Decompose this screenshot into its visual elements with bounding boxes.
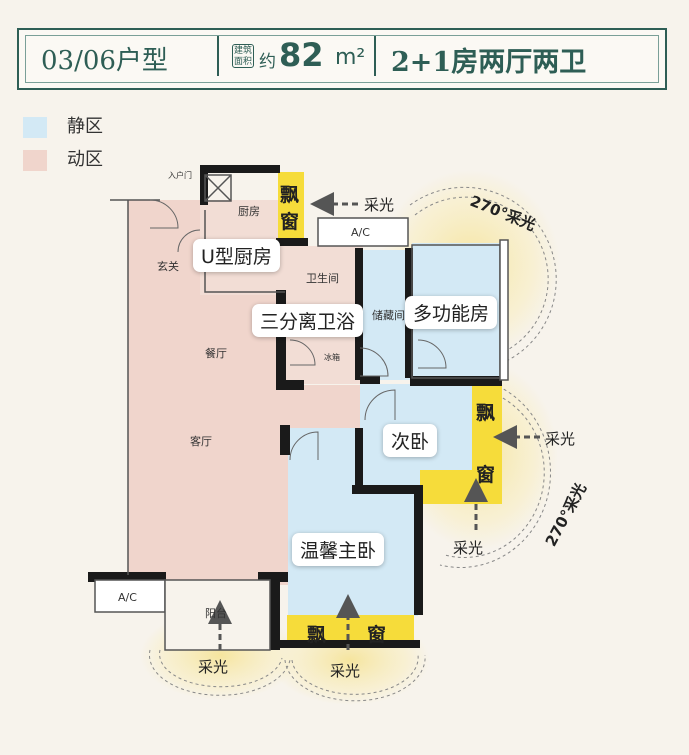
legend-quiet-swatch	[23, 116, 47, 138]
ac-unit-bottom	[94, 579, 166, 613]
wall	[200, 165, 208, 205]
light-arrows	[208, 192, 540, 650]
window-multi	[499, 239, 509, 381]
light-label-second-side: 采光	[545, 430, 576, 448]
tag-second-bedroom: 次卧	[383, 424, 438, 457]
bay-label-master-a: 飘	[307, 624, 327, 646]
bay-label-master-b: 窗	[367, 624, 387, 646]
area-badge-bottom: 面积	[233, 57, 252, 67]
area-badge: 建筑 面积	[232, 44, 254, 68]
tag-three-part-bath: 三分离卫浴	[252, 304, 364, 337]
bay-label-second-b: 窗	[476, 464, 496, 486]
door-multi	[417, 339, 447, 369]
header-divider	[217, 36, 219, 76]
arc-bl-inner	[159, 649, 283, 688]
fridge-box	[204, 174, 232, 202]
wall	[276, 290, 286, 388]
bay-label-second-a: 飘	[476, 402, 496, 424]
area-badge-top: 建筑	[233, 46, 252, 56]
wall	[280, 640, 420, 648]
legend-active-label: 动区	[67, 149, 103, 170]
legend-quiet-label: 静区	[67, 116, 103, 137]
ac-label-bottom: A/C	[118, 591, 137, 604]
room-label-storage: 储藏间	[372, 309, 405, 322]
header-inner-border	[25, 35, 659, 83]
header-divider	[374, 36, 376, 76]
legend-active: 动区	[23, 145, 103, 171]
header-banner: 03/06户型 建筑 面积 约 82 m² 2+1房两厅两卫	[17, 28, 667, 90]
ac-unit-top	[317, 217, 409, 247]
legend-active-swatch	[23, 149, 47, 171]
wall	[88, 572, 166, 582]
room-label-entry-door: 入户门	[168, 171, 192, 180]
room-label-fridge: 冰箱	[324, 353, 340, 362]
light-label-second-bottom: 采光	[453, 539, 484, 557]
tag-master-bedroom: 温馨主卧	[292, 533, 385, 566]
light-label-balcony: 采光	[198, 658, 229, 676]
room-label-dining: 餐厅	[205, 347, 227, 360]
fridge-cross	[204, 174, 232, 202]
arc-br-outer	[284, 654, 426, 702]
bay-label-kitchen-a: 飘	[280, 184, 300, 206]
room-label-bathroom: 卫生间	[306, 272, 339, 285]
unit-type: 03/06户型	[41, 46, 168, 76]
wall	[270, 575, 280, 650]
room-label-living: 客厅	[190, 435, 212, 448]
living-dining-area	[128, 200, 360, 585]
light-label-kitchen: 采光	[364, 196, 395, 214]
arc-br-inner	[291, 654, 419, 695]
wall	[280, 425, 290, 455]
door-entry	[149, 199, 179, 229]
wall	[352, 485, 422, 494]
door-bath	[289, 339, 316, 366]
room-label-entrance: 玄关	[157, 260, 179, 273]
area-value: 82	[279, 36, 324, 74]
door-swings	[149, 199, 447, 461]
door-kitchen	[177, 229, 201, 253]
room-label-kitchen: 厨房	[238, 205, 260, 218]
tag-multi-room: 多功能房	[405, 296, 498, 329]
wall	[360, 376, 380, 384]
arc-bl-outer	[148, 649, 291, 696]
wall	[276, 380, 304, 390]
wall	[414, 485, 423, 615]
wall	[276, 238, 308, 246]
thin-walls	[94, 174, 509, 651]
tag-u-kitchen: U型厨房	[193, 239, 280, 272]
wall	[355, 428, 363, 488]
layout-title: 2+1房两厅两卫	[391, 47, 587, 78]
wall	[410, 376, 502, 386]
legend-quiet: 静区	[23, 112, 103, 138]
door-storage	[359, 347, 389, 377]
bay-window-kitchen	[278, 172, 304, 240]
area-unit: m²	[335, 45, 366, 70]
door-master	[289, 431, 319, 461]
bay-window-second-ext	[420, 470, 472, 504]
area-approx: 约	[259, 52, 276, 72]
room-label-balcony: 阳台	[205, 607, 227, 620]
light-label-master: 采光	[330, 662, 361, 680]
ac-label-top: A/C	[351, 226, 370, 239]
wall	[200, 165, 280, 173]
kitchen-counter	[204, 210, 285, 293]
master-bedroom-area	[288, 428, 418, 616]
door-second	[364, 389, 396, 421]
bay-label-kitchen-b: 窗	[280, 211, 300, 233]
